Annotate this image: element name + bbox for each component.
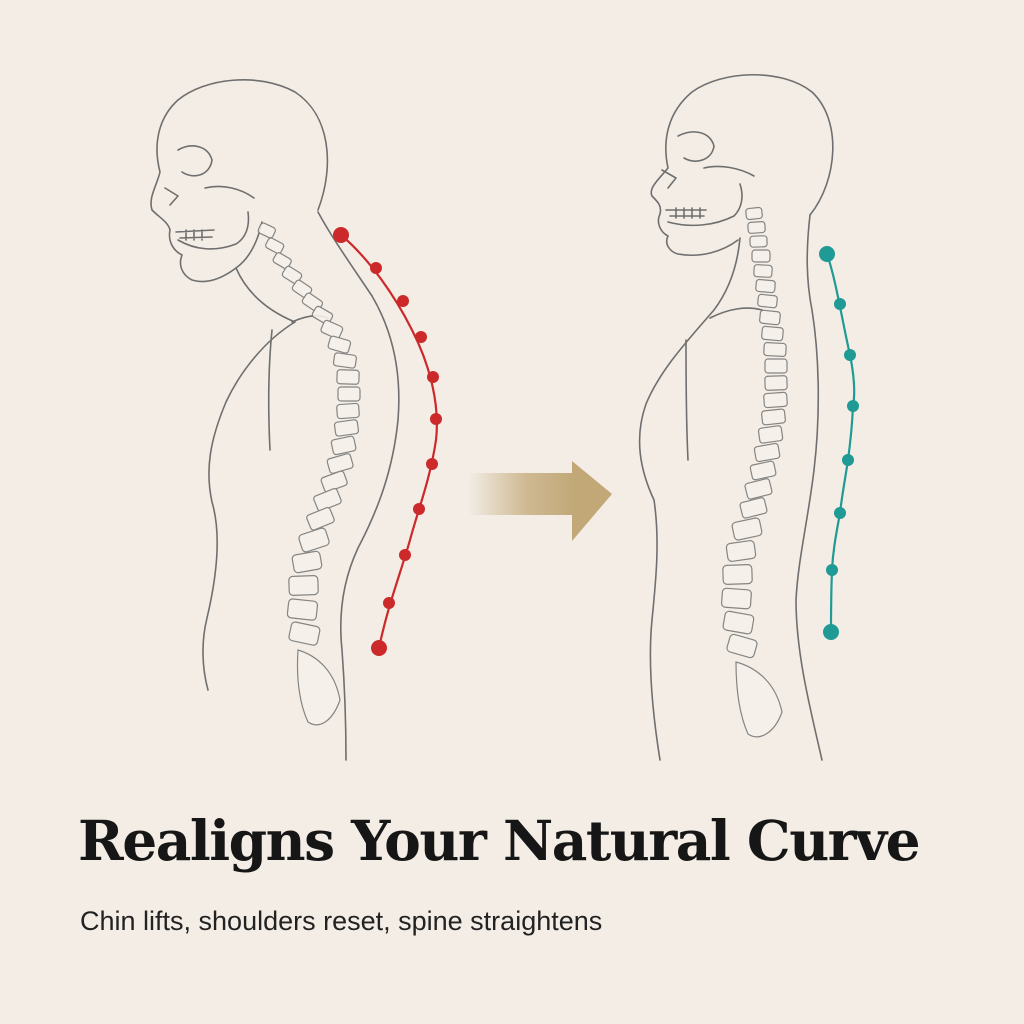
before-body-front xyxy=(202,267,296,691)
before-curve-marker xyxy=(370,262,382,274)
after-body-back xyxy=(795,214,823,761)
headline: Realigns Your Natural Curve xyxy=(78,808,921,873)
before-alignment-curve xyxy=(333,227,442,656)
before-curve-line xyxy=(340,234,438,649)
before-curve-marker xyxy=(430,413,442,425)
after-spine xyxy=(721,206,788,738)
before-curve-marker xyxy=(397,295,409,307)
after-body-front xyxy=(638,237,741,761)
before-curve-marker xyxy=(415,331,427,343)
after-head-outline xyxy=(650,73,834,257)
after-curve-marker xyxy=(847,400,859,412)
before-body-back xyxy=(317,211,400,761)
after-curve-marker xyxy=(826,564,838,576)
subheadline: Chin lifts, shoulders reset, spine strai… xyxy=(80,906,603,936)
after-curve-marker xyxy=(823,624,839,640)
before-curve-marker xyxy=(333,227,349,243)
after-curve-marker xyxy=(834,298,846,310)
posture-illustration xyxy=(150,73,859,761)
before-figure xyxy=(150,79,400,761)
before-curve-marker xyxy=(426,458,438,470)
after-curve-marker xyxy=(844,349,856,361)
before-head-outline xyxy=(150,79,329,283)
before-spine xyxy=(257,222,361,726)
after-curve-marker xyxy=(819,246,835,262)
before-curve-marker xyxy=(413,503,425,515)
right-arrow-icon xyxy=(468,461,612,541)
before-curve-marker xyxy=(371,640,387,656)
after-alignment-curve xyxy=(819,246,859,640)
before-curve-marker xyxy=(399,549,411,561)
after-curve-marker xyxy=(842,454,854,466)
before-curve-marker xyxy=(383,597,395,609)
after-figure xyxy=(638,73,834,761)
before-curve-marker xyxy=(427,371,439,383)
after-curve-marker xyxy=(834,507,846,519)
